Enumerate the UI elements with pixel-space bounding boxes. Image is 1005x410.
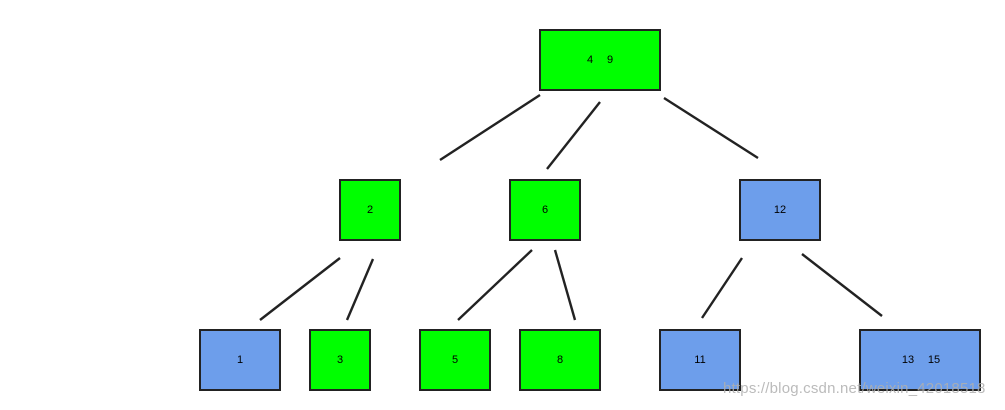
edge-n6-to-n5: [457, 249, 533, 321]
node-key: 13: [902, 354, 914, 366]
node-key: 11: [694, 354, 705, 366]
tree-node-n13_15: 13 15: [859, 329, 981, 391]
tree-node-n1: 1: [199, 329, 281, 391]
node-box: [519, 329, 601, 391]
tree-node-n5: 5: [419, 329, 491, 391]
node-box: [739, 179, 821, 241]
node-box: [859, 329, 981, 391]
edge-n6-to-n8: [553, 249, 577, 321]
node-key: 8: [557, 354, 563, 366]
edge-root-to-n6: [546, 101, 601, 170]
tree-node-n12: 12: [739, 179, 821, 241]
edge-n2-to-n3: [345, 258, 375, 321]
node-key: 2: [367, 204, 373, 216]
node-key: 3: [337, 354, 343, 366]
node-box: [309, 329, 371, 391]
edge-n12-to-n11: [701, 257, 743, 319]
node-key: 12: [774, 204, 786, 216]
edge-root-to-n2: [439, 93, 541, 162]
node-box: [199, 329, 281, 391]
tree-node-n3: 3: [309, 329, 371, 391]
node-key: 9: [607, 54, 613, 66]
node-box: [419, 329, 491, 391]
node-box: [659, 329, 741, 391]
node-box: [539, 29, 661, 91]
edge-n12-to-n13_15: [801, 253, 883, 317]
edges-layer: [259, 93, 883, 321]
tree-node-n8: 8: [519, 329, 601, 391]
watermark-text: https://blog.csdn.net/weixin_42018518: [723, 380, 986, 397]
edge-root-to-n12: [663, 96, 759, 160]
node-key: 4: [587, 54, 593, 66]
tree-node-n6: 6: [509, 179, 581, 241]
tree-node-n2: 2: [339, 179, 401, 241]
node-key: 15: [928, 354, 940, 366]
edge-n2-to-n1: [259, 257, 341, 321]
node-key: 1: [237, 354, 243, 366]
node-box: [339, 179, 401, 241]
node-key: 5: [452, 354, 458, 366]
node-box: [509, 179, 581, 241]
tree-node-n11: 11: [659, 329, 741, 391]
node-key: 6: [542, 204, 548, 216]
